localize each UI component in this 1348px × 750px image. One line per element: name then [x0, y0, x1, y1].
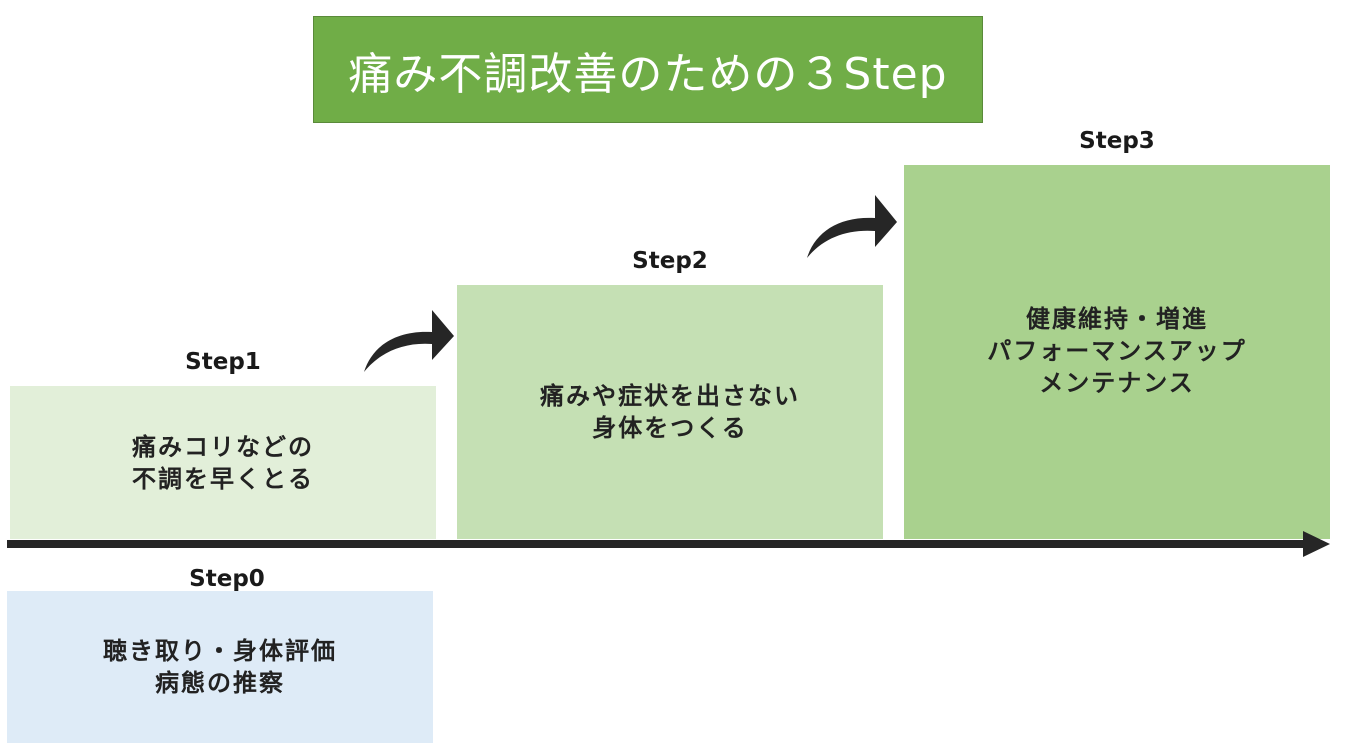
step0-line-1: 聴き取り・身体評価	[103, 637, 337, 665]
step2-line-1: 痛みや症状を出さない	[540, 382, 800, 410]
step0-box: 聴き取り・身体評価 病態の推察	[7, 591, 433, 743]
step1-line-1: 痛みコリなどの	[132, 432, 314, 461]
step3-label: Step3	[1079, 128, 1155, 154]
step3-box: 健康維持・増進 パフォーマンスアップ メンテナンス	[904, 165, 1330, 539]
step3-description: 健康維持・増進 パフォーマンスアップ メンテナンス	[987, 303, 1247, 399]
step2-line-2: 身体をつくる	[592, 414, 748, 442]
step1-description: 痛みコリなどの 不調を早くとる	[132, 431, 314, 495]
step1-line-2: 不調を早くとる	[132, 464, 314, 493]
step2-box: 痛みや症状を出さない 身体をつくる	[457, 285, 883, 539]
step1-box: 痛みコリなどの 不調を早くとる	[10, 386, 436, 539]
step3-line-1: 健康維持・増進	[1026, 305, 1208, 333]
step3-line-3: メンテナンス	[1039, 369, 1195, 397]
step2-description: 痛みや症状を出さない 身体をつくる	[540, 380, 800, 444]
step3-line-2: パフォーマンスアップ	[987, 337, 1247, 365]
diagram-title: 痛み不調改善のための３Step	[313, 16, 983, 123]
step1-label: Step1	[185, 349, 261, 375]
step0-description: 聴き取り・身体評価 病態の推察	[103, 635, 337, 699]
step0-label: Step0	[189, 566, 265, 592]
step2-label: Step2	[632, 248, 708, 274]
step0-line-2: 病態の推察	[155, 669, 285, 697]
